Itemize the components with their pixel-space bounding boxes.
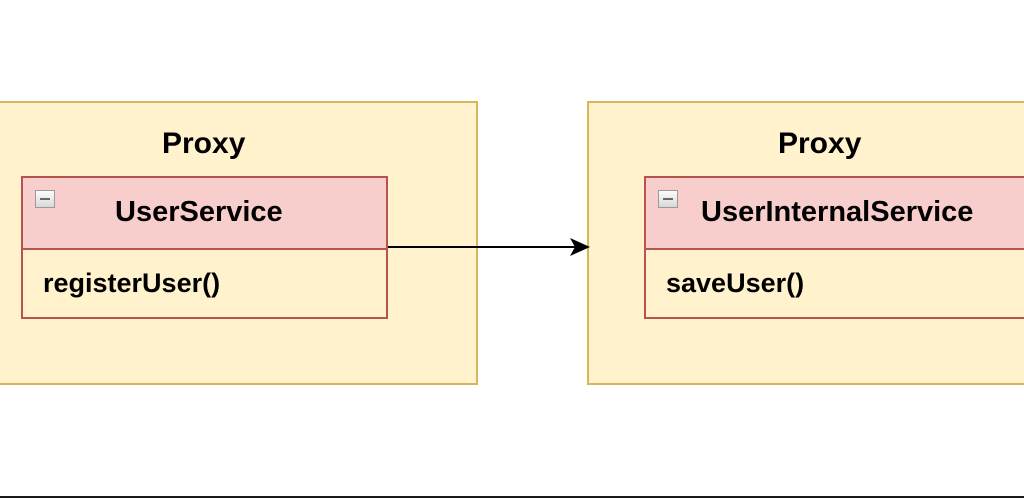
proxy-title-right: Proxy (778, 127, 862, 160)
class-box-user-service[interactable]: UserService registerUser() (21, 176, 388, 319)
class-header-user-internal-service[interactable]: UserInternalService (646, 178, 1024, 250)
class-name-user-service: UserService (115, 196, 283, 228)
collapse-icon[interactable] (658, 190, 678, 208)
class-header-user-service[interactable]: UserService (23, 178, 386, 250)
collapse-icon[interactable] (35, 190, 55, 208)
method-register-user[interactable]: registerUser() (43, 268, 221, 298)
class-name-user-internal-service: UserInternalService (701, 196, 974, 228)
class-box-user-internal-service[interactable]: UserInternalService saveUser() (644, 176, 1024, 319)
method-save-user[interactable]: saveUser() (666, 268, 805, 298)
arrowhead-icon (570, 238, 590, 256)
bottom-divider (0, 496, 1024, 498)
proxy-title-left: Proxy (162, 127, 246, 160)
